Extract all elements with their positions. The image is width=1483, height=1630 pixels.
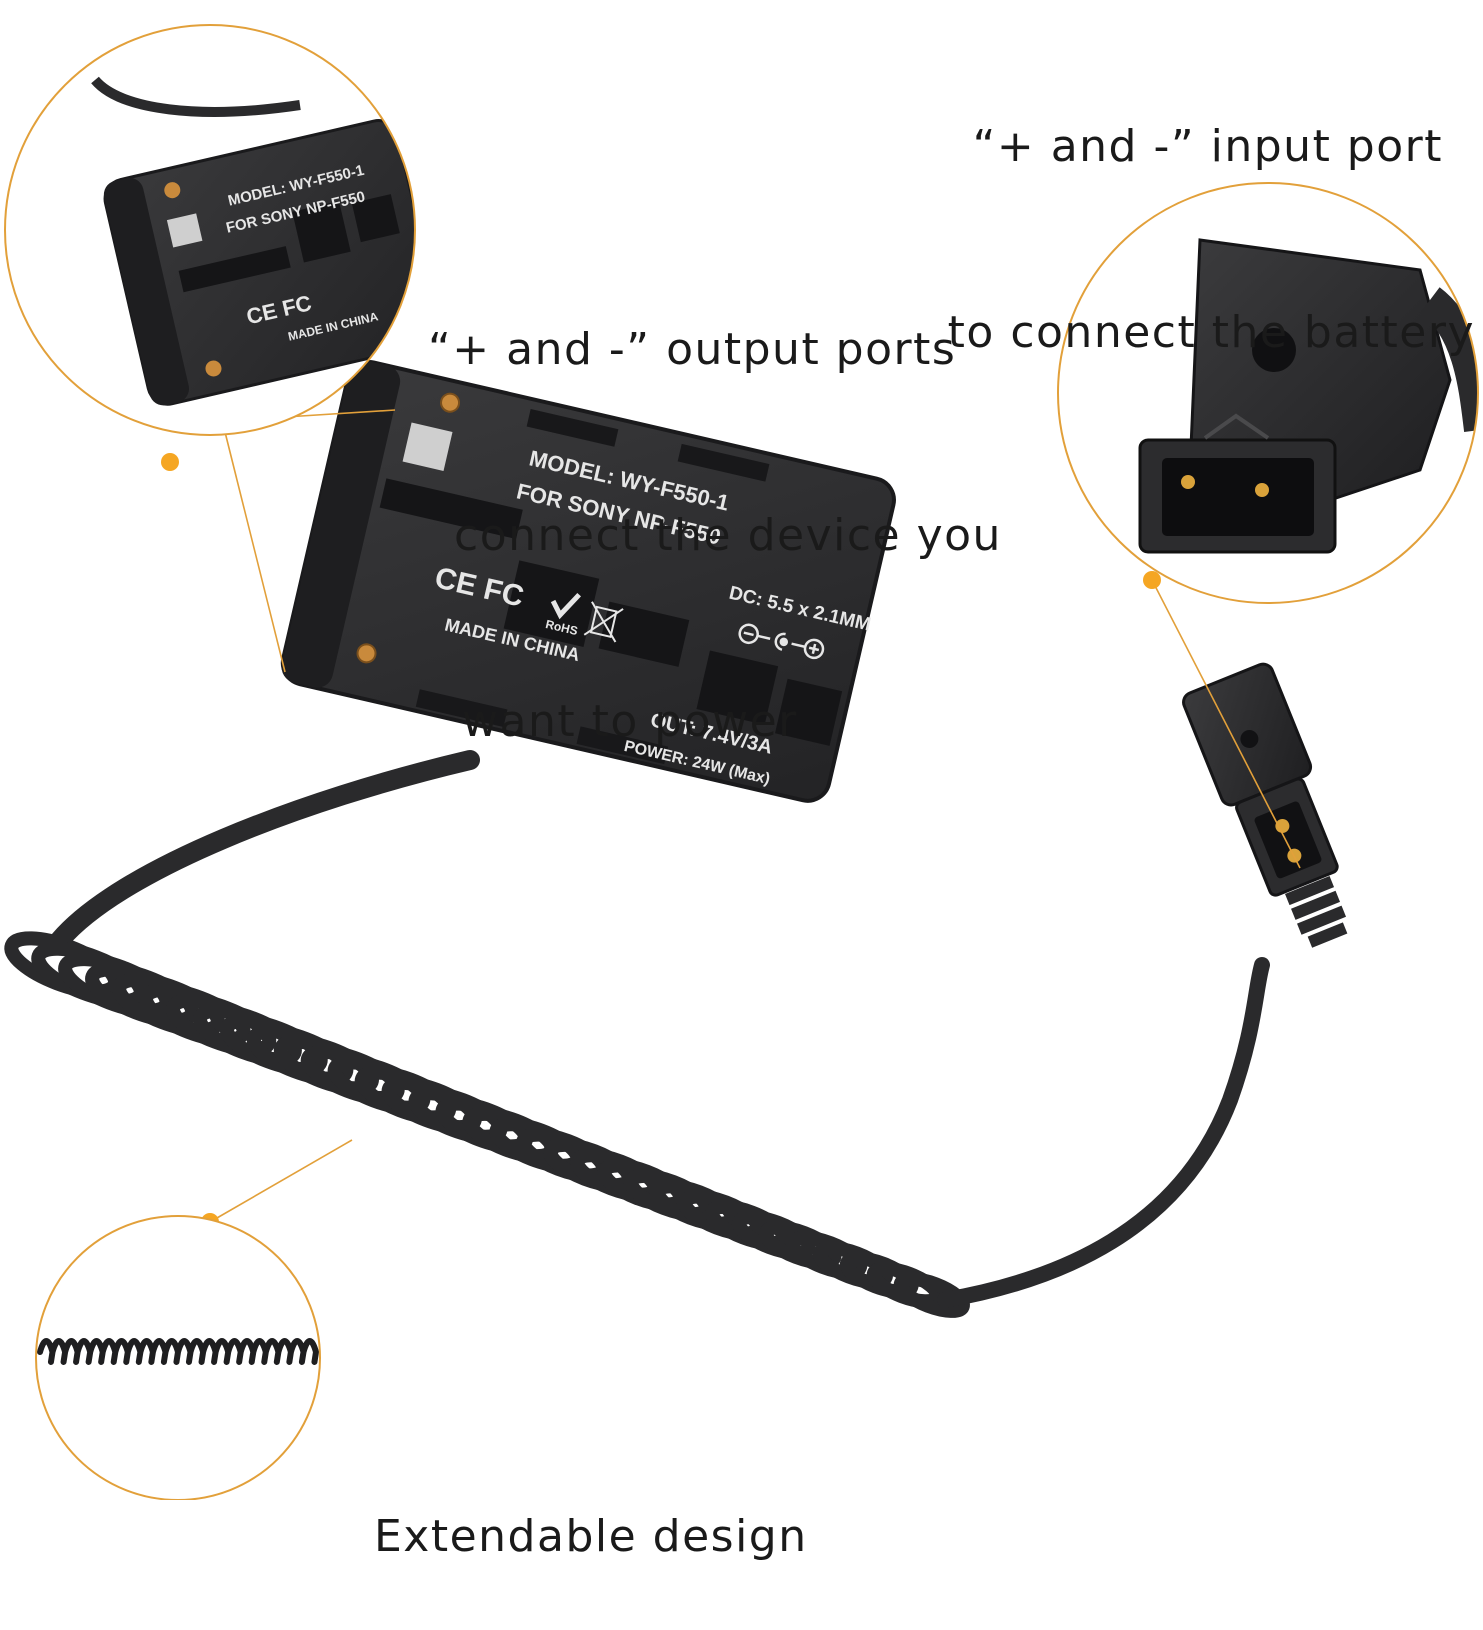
polarity-icon bbox=[738, 623, 825, 660]
dtap-pin-1 bbox=[1275, 818, 1290, 833]
callout-input-line-1: “+ and -” input port bbox=[972, 121, 1443, 172]
product-scene: MODEL: WY-F550-1 FOR SONY NP-F550 DC: 5.… bbox=[4, 24, 1479, 1500]
leader-lines bbox=[209, 409, 1301, 1223]
magnifier-extendable bbox=[35, 1215, 321, 1500]
callout-output-line-2: connect the device you bbox=[454, 510, 1002, 561]
input-pin-2 bbox=[1255, 483, 1269, 497]
battery-dummy-adapter: MODEL: WY-F550-1 FOR SONY NP-F550 DC: 5.… bbox=[280, 360, 896, 803]
rohs-check-icon bbox=[550, 592, 581, 620]
mini-coil-graphic bbox=[37, 1338, 320, 1365]
callout-output-line-3: want to power bbox=[462, 696, 798, 747]
input-pin-1 bbox=[1181, 475, 1195, 489]
weee-bin-icon bbox=[583, 601, 624, 643]
coil-loop bbox=[893, 1272, 970, 1318]
callout-input-line-2: to connect the battery bbox=[947, 307, 1475, 358]
coiled-cable bbox=[4, 750, 1270, 1318]
dtap-connector bbox=[1182, 662, 1348, 948]
callout-input-port: “+ and -” input port to connect the batt… bbox=[930, 0, 1475, 426]
cable-from-battery bbox=[50, 750, 480, 950]
cable-to-dtap bbox=[937, 957, 1270, 1308]
callout-dot-output bbox=[161, 453, 179, 471]
screw-top bbox=[440, 392, 461, 413]
callout-dot-input bbox=[1143, 571, 1161, 589]
cable-coil bbox=[4, 931, 970, 1318]
callout-extendable: Extendable design bbox=[374, 1382, 808, 1630]
callout-output-ports: “+ and -” output ports connect the devic… bbox=[428, 195, 1002, 815]
callout-output-line-1: “+ and -” output ports bbox=[428, 324, 957, 375]
magnifier-output-ports: MODEL: WY-F550-1 FOR SONY NP-F550 CE FC … bbox=[4, 24, 416, 436]
screw-bottom bbox=[356, 643, 377, 664]
callout-extend-line-1: Extendable design bbox=[374, 1511, 808, 1562]
magnifier-input-port bbox=[1057, 182, 1479, 604]
